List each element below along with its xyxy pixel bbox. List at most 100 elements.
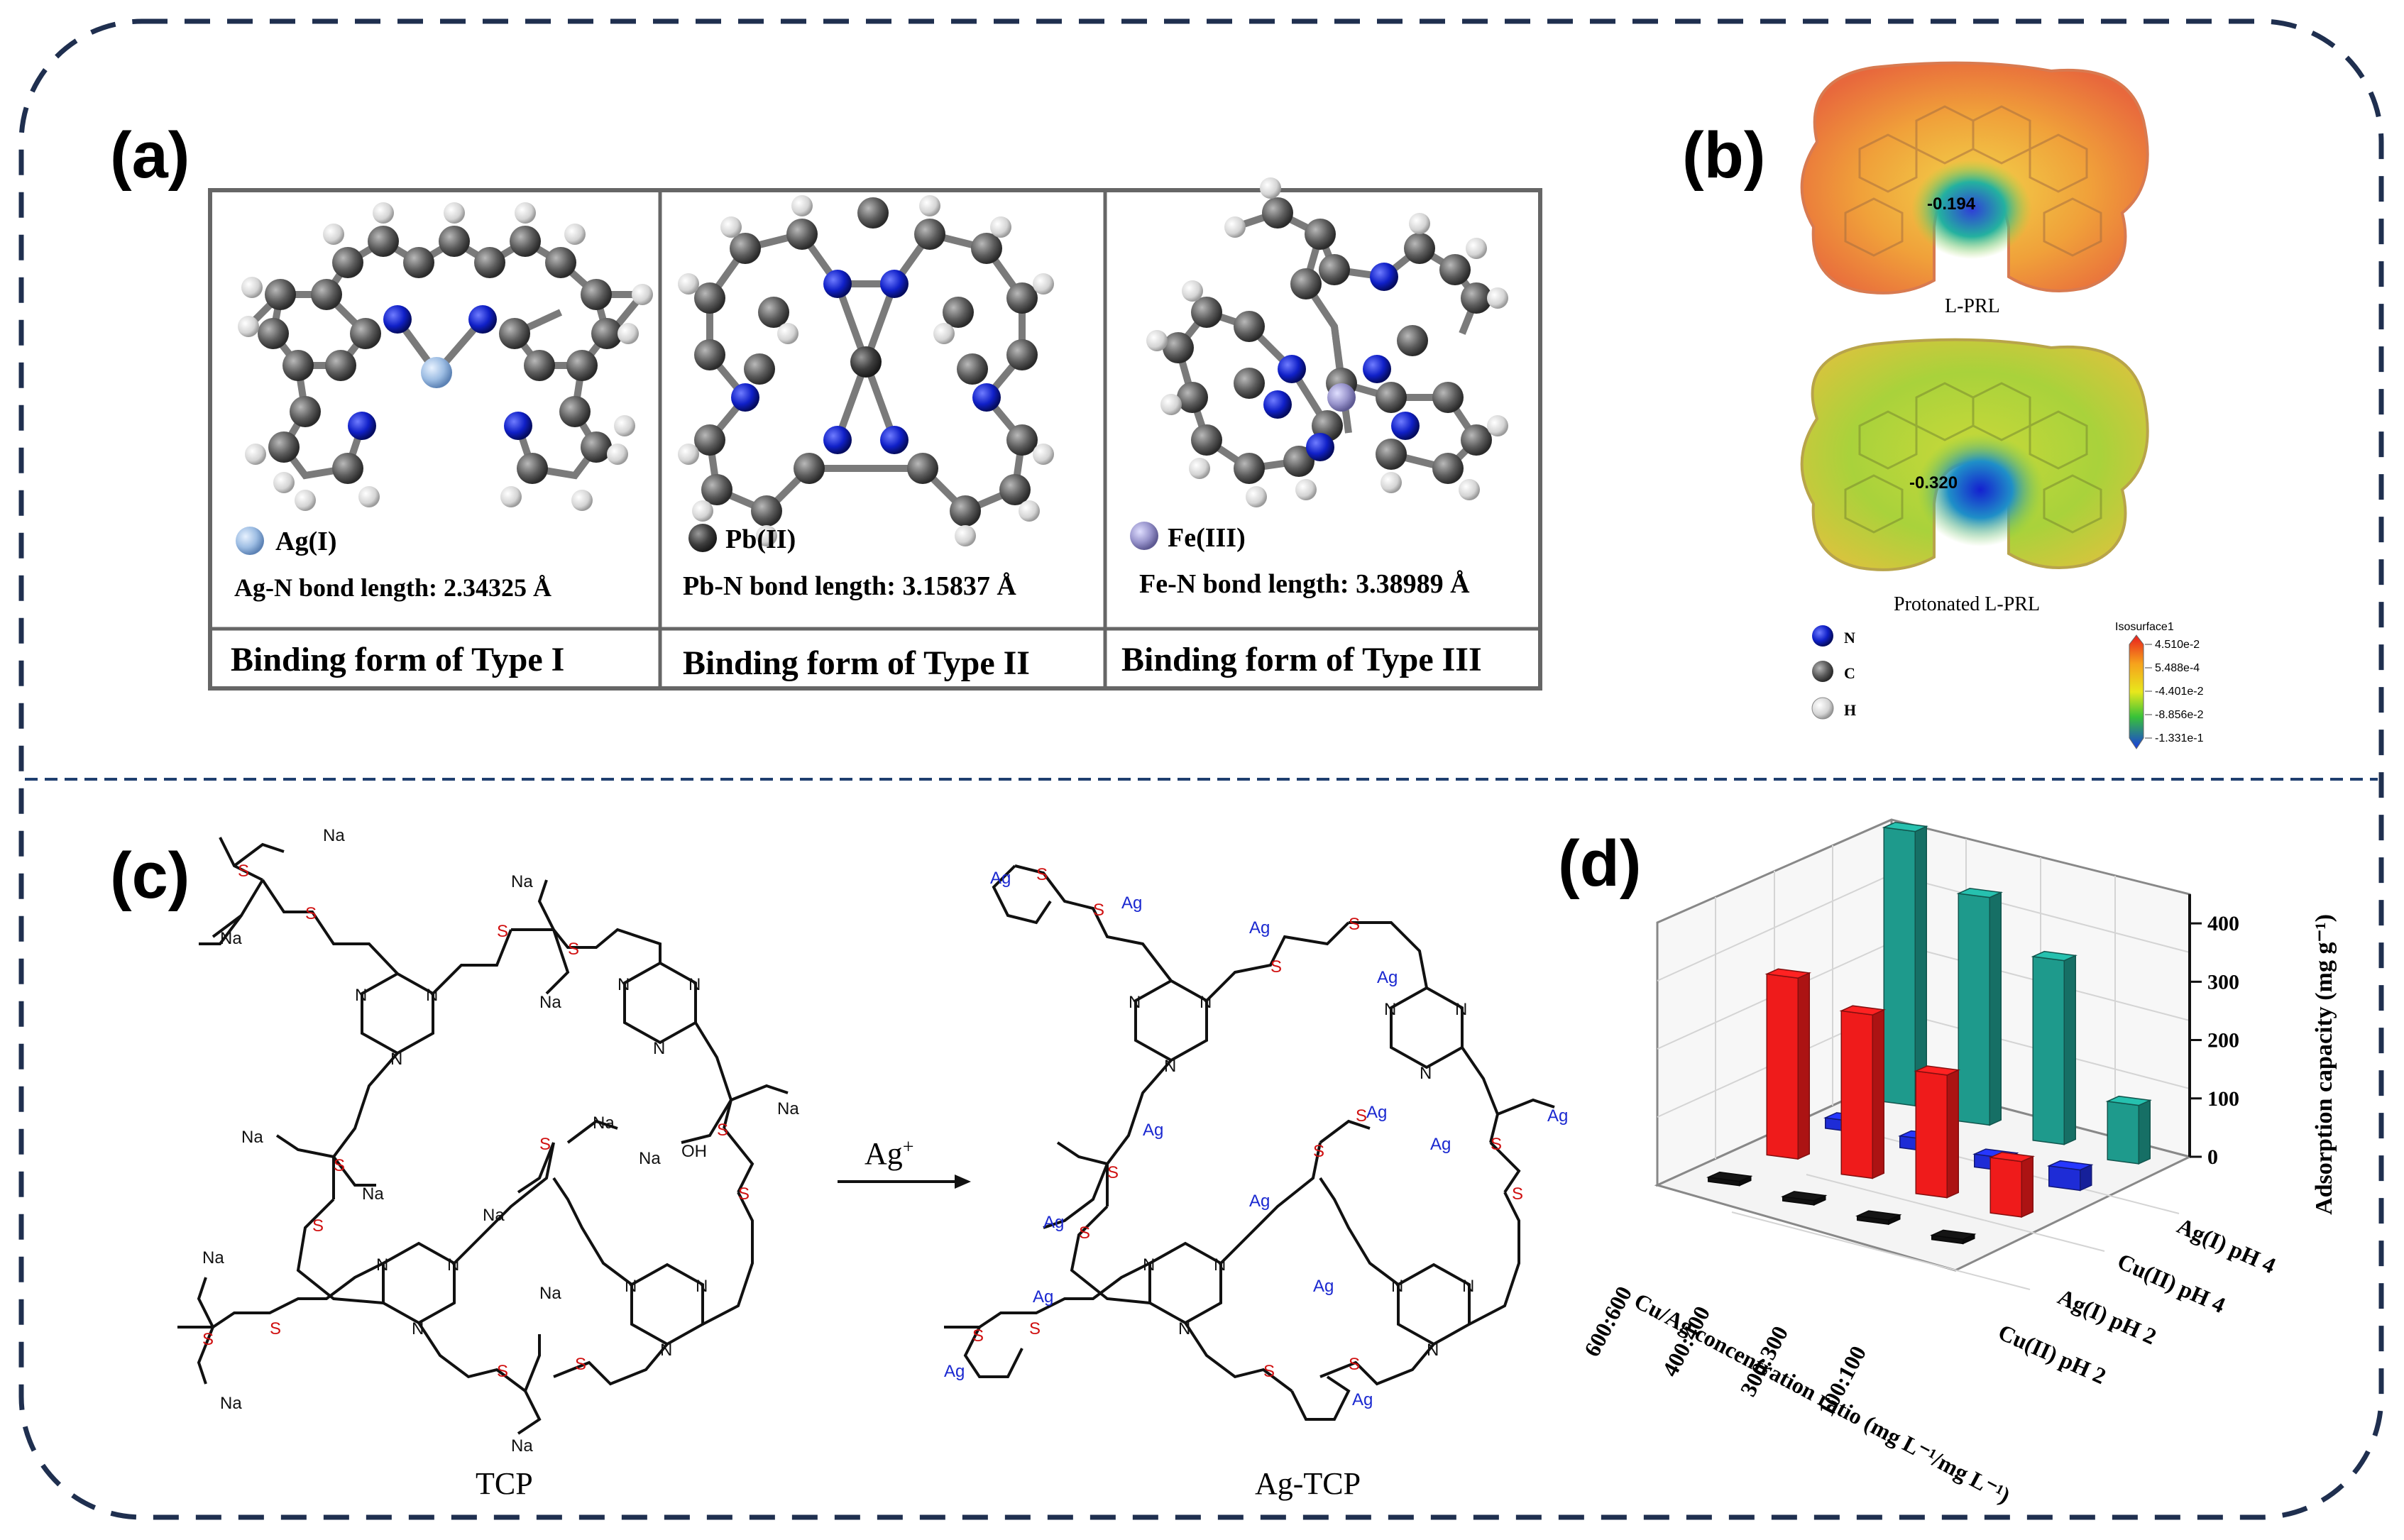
bar-top-1-3 — [2047, 1160, 2094, 1171]
svg-text:N: N — [355, 986, 367, 1005]
molecule-fe-complex — [1146, 177, 1508, 507]
binding-type-1: Binding form of Type I — [231, 641, 564, 678]
svg-text:Na: Na — [202, 1248, 224, 1267]
svg-text:S: S — [717, 1121, 728, 1140]
svg-text:Ag: Ag — [1121, 893, 1142, 913]
bar-side-0-0 — [1914, 825, 1927, 1107]
svg-text:N: N — [1462, 1277, 1474, 1296]
bar-front-2-0 — [1766, 973, 1799, 1160]
bond-length-pb: Pb-N bond length: 3.15837 Å — [683, 571, 1016, 601]
bar-front-2-3 — [1989, 1157, 2022, 1218]
svg-text:S: S — [1270, 957, 1282, 977]
bar-top-2-2 — [1914, 1065, 1960, 1076]
svg-text:Ag: Ag — [944, 1362, 965, 1381]
svg-text:N: N — [1391, 1277, 1403, 1296]
z-tick-label: 0 — [2207, 1145, 2218, 1169]
svg-text:Na: Na — [539, 1284, 561, 1303]
bar-side-2-0 — [1797, 972, 1810, 1160]
svg-text:N: N — [1200, 993, 1212, 1012]
svg-text:N: N — [1420, 1064, 1432, 1083]
x-axis-label: Cu/Ag concentration ratio (mg L⁻¹/mg L⁻¹… — [1630, 1287, 2015, 1508]
bar-side-0-2 — [2063, 955, 2076, 1145]
svg-text:S: S — [1036, 865, 1048, 884]
svg-text:Ag: Ag — [1547, 1106, 1568, 1126]
esp-value-top: -0.194 — [1927, 194, 1976, 214]
svg-text:Ag: Ag — [1313, 1277, 1334, 1296]
metal-legend-fe: Fe(III) — [1168, 523, 1246, 553]
color-scale-title: Isosurface1 — [2115, 621, 2174, 633]
panel-b: (b) -0.194 L-PRL — [1682, 61, 2204, 749]
bar-side-0-3 — [2138, 1099, 2151, 1165]
svg-text:S: S — [1093, 901, 1104, 920]
atom-legend-c: C — [1844, 664, 1855, 682]
bar-front-0-0 — [1883, 827, 1916, 1106]
esp-surface-l-prl: -0.194 — [1800, 61, 2149, 295]
svg-text:Na: Na — [511, 1436, 533, 1456]
svg-text:S: S — [1029, 1319, 1041, 1338]
color-scale-tick-3: -8.856e-2 — [2155, 709, 2204, 721]
bar-top-3-1 — [1781, 1191, 1828, 1201]
svg-text:N: N — [688, 975, 701, 994]
svg-text:N: N — [426, 986, 438, 1005]
arrow-label: Ag+ — [865, 1136, 914, 1172]
atom-legend: N C H — [1811, 625, 1856, 720]
bar-front-2-2 — [1915, 1070, 1948, 1199]
svg-text:Ag: Ag — [1033, 1287, 1053, 1307]
ag-tcp-structure — [944, 864, 1555, 1421]
panel-label-a: (a) — [110, 119, 190, 192]
svg-text:N: N — [1384, 1000, 1396, 1019]
svg-text:Ag: Ag — [1143, 1121, 1163, 1140]
svg-text:Na: Na — [323, 826, 345, 845]
esp-caption-bottom: Protonated L-PRL — [1894, 593, 2040, 615]
series-label: Ag(I) pH 2 — [2054, 1284, 2160, 1350]
svg-text:N: N — [696, 1277, 708, 1296]
svg-text:S: S — [312, 1216, 324, 1236]
svg-text:Ag: Ag — [1430, 1135, 1451, 1154]
series-label: Cu(II) pH 2 — [1994, 1319, 2109, 1390]
svg-text:N: N — [1178, 1319, 1190, 1338]
svg-text:N: N — [1143, 1255, 1155, 1275]
svg-text:OH: OH — [681, 1142, 707, 1161]
bar-top-2-3 — [1988, 1152, 2035, 1162]
bar-front-0-3 — [2107, 1101, 2139, 1165]
svg-text:Ag: Ag — [1352, 1390, 1373, 1409]
svg-text:S: S — [238, 862, 249, 881]
bar-front-0-2 — [2032, 956, 2065, 1145]
bar-side-2-1 — [1872, 1008, 1884, 1179]
svg-text:Ag: Ag — [1249, 918, 1270, 937]
bar-top-0-0 — [1882, 821, 1928, 832]
panel-label-c: (c) — [110, 840, 190, 912]
bar-series-group — [1706, 821, 2152, 1245]
svg-text:N: N — [1129, 993, 1141, 1012]
molecule-ag-complex — [238, 202, 653, 511]
svg-text:S: S — [1349, 915, 1360, 934]
svg-text:N: N — [1427, 1341, 1439, 1360]
bar-top-0-2 — [2031, 950, 2078, 962]
svg-text:N: N — [447, 1255, 459, 1275]
svg-text:Na: Na — [639, 1149, 661, 1168]
color-scale-tick-4: -1.331e-1 — [2155, 732, 2204, 744]
svg-text:S: S — [1356, 1106, 1367, 1126]
metal-legend-pb: Pb(II) — [725, 524, 796, 554]
bar-top-0-1 — [1956, 887, 2003, 898]
svg-text:S: S — [1263, 1362, 1275, 1381]
svg-text:Na: Na — [220, 929, 242, 948]
svg-text:S: S — [497, 1362, 508, 1381]
bar-side-0-1 — [1989, 891, 2002, 1126]
atom-legend-h: H — [1844, 701, 1856, 719]
svg-text:S: S — [1079, 1223, 1090, 1243]
panel-label-d: (d) — [1558, 827, 1641, 900]
svg-text:Na: Na — [777, 1099, 799, 1118]
svg-text:Na: Na — [362, 1184, 384, 1204]
svg-text:Ag: Ag — [1366, 1103, 1387, 1122]
panel-a: (a) — [110, 119, 1542, 691]
svg-text:N: N — [376, 1255, 388, 1275]
svg-text:N: N — [653, 1039, 665, 1058]
svg-text:S: S — [1349, 1355, 1360, 1374]
bond-length-ag: Ag-N bond length: 2.34325 Å — [234, 573, 551, 602]
z-tick-label: 200 — [2207, 1029, 2239, 1052]
svg-text:Ag: Ag — [1249, 1192, 1270, 1211]
atom-legend-n: N — [1844, 629, 1855, 647]
